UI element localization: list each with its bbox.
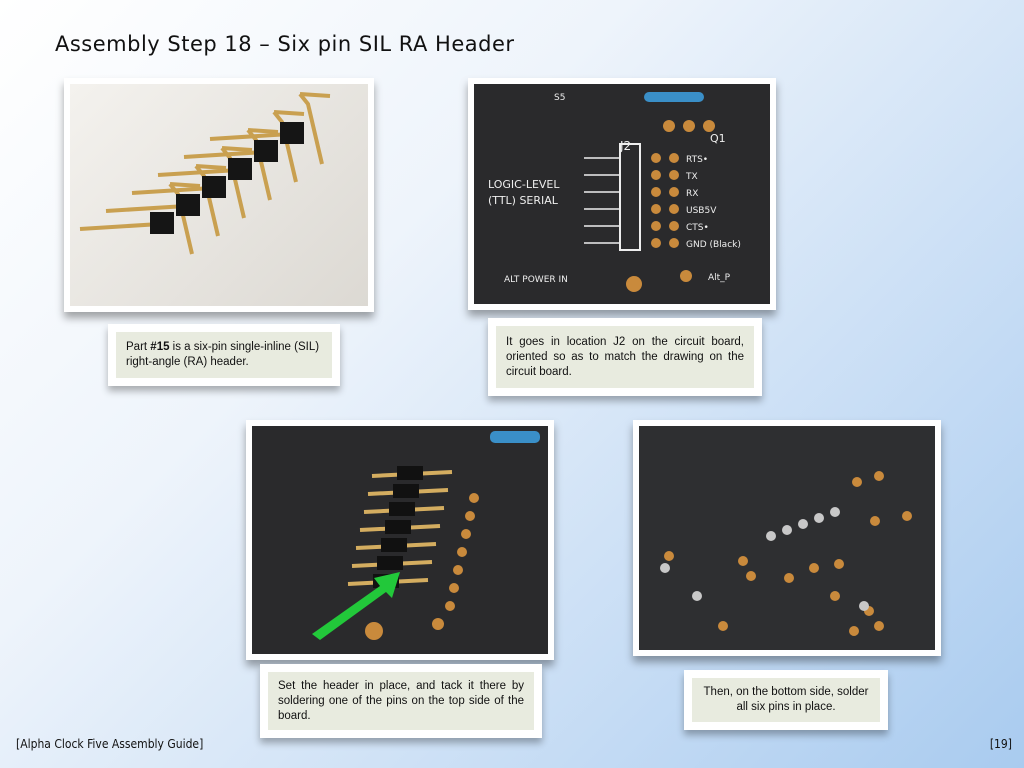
part-number: #15 [150,341,170,353]
caption-text: is a six-pin single-inline (SIL) right-a… [126,341,320,368]
pcb-image: S5 J2 Q1 LOGIC-LEVEL (TTL) SERIAL ALT PO… [488,92,741,292]
caption-text: It goes in location J2 on the circuit bo… [506,335,744,378]
label-logic: LOGIC-LEVEL [488,178,560,191]
caption-2: It goes in location J2 on the circuit bo… [488,318,762,396]
caption-3: Set the header in place, and tack it the… [260,664,542,738]
page-number: [19] [989,737,1012,751]
label-q1: Q1 [710,132,726,145]
footer-guide-title: [Alpha Clock Five Assembly Guide] [16,737,204,751]
pin-label: GND (Black) [686,240,741,250]
caption-text: Part [126,341,151,353]
pin-label: RTS• [686,155,708,165]
label-alt-p: Alt_P [708,273,731,283]
photo-bottom-soldered [633,420,941,656]
header-part-image [79,92,331,255]
pin-label: USB5V [686,206,717,216]
label-s5: S5 [554,93,565,103]
caption-4: Then, on the bottom side, solder all six… [684,670,888,730]
photo-header-part [64,78,374,312]
header-placed-image [312,431,540,640]
green-arrow-icon [312,572,400,640]
photo-pcb-location: S5 J2 Q1 LOGIC-LEVEL (TTL) SERIAL ALT PO… [468,78,776,310]
label-ttl: (TTL) SERIAL [488,194,559,207]
pin-label: CTS• [686,223,709,233]
photo-header-placed [246,420,554,660]
pin-label: RX [686,189,698,199]
caption-text: Then, on the bottom side, solder all six… [703,686,869,713]
pin-label: TX [685,172,698,182]
caption-text: Set the header in place, and tack it the… [278,679,524,722]
slide-title: Assembly Step 18 – Six pin SIL RA Header [55,32,515,56]
label-j2: J2 [619,139,631,153]
bottom-side-image [660,471,912,636]
label-alt-power: ALT POWER IN [504,275,568,285]
caption-1: Part #15 is a six-pin single-inline (SIL… [108,324,340,386]
